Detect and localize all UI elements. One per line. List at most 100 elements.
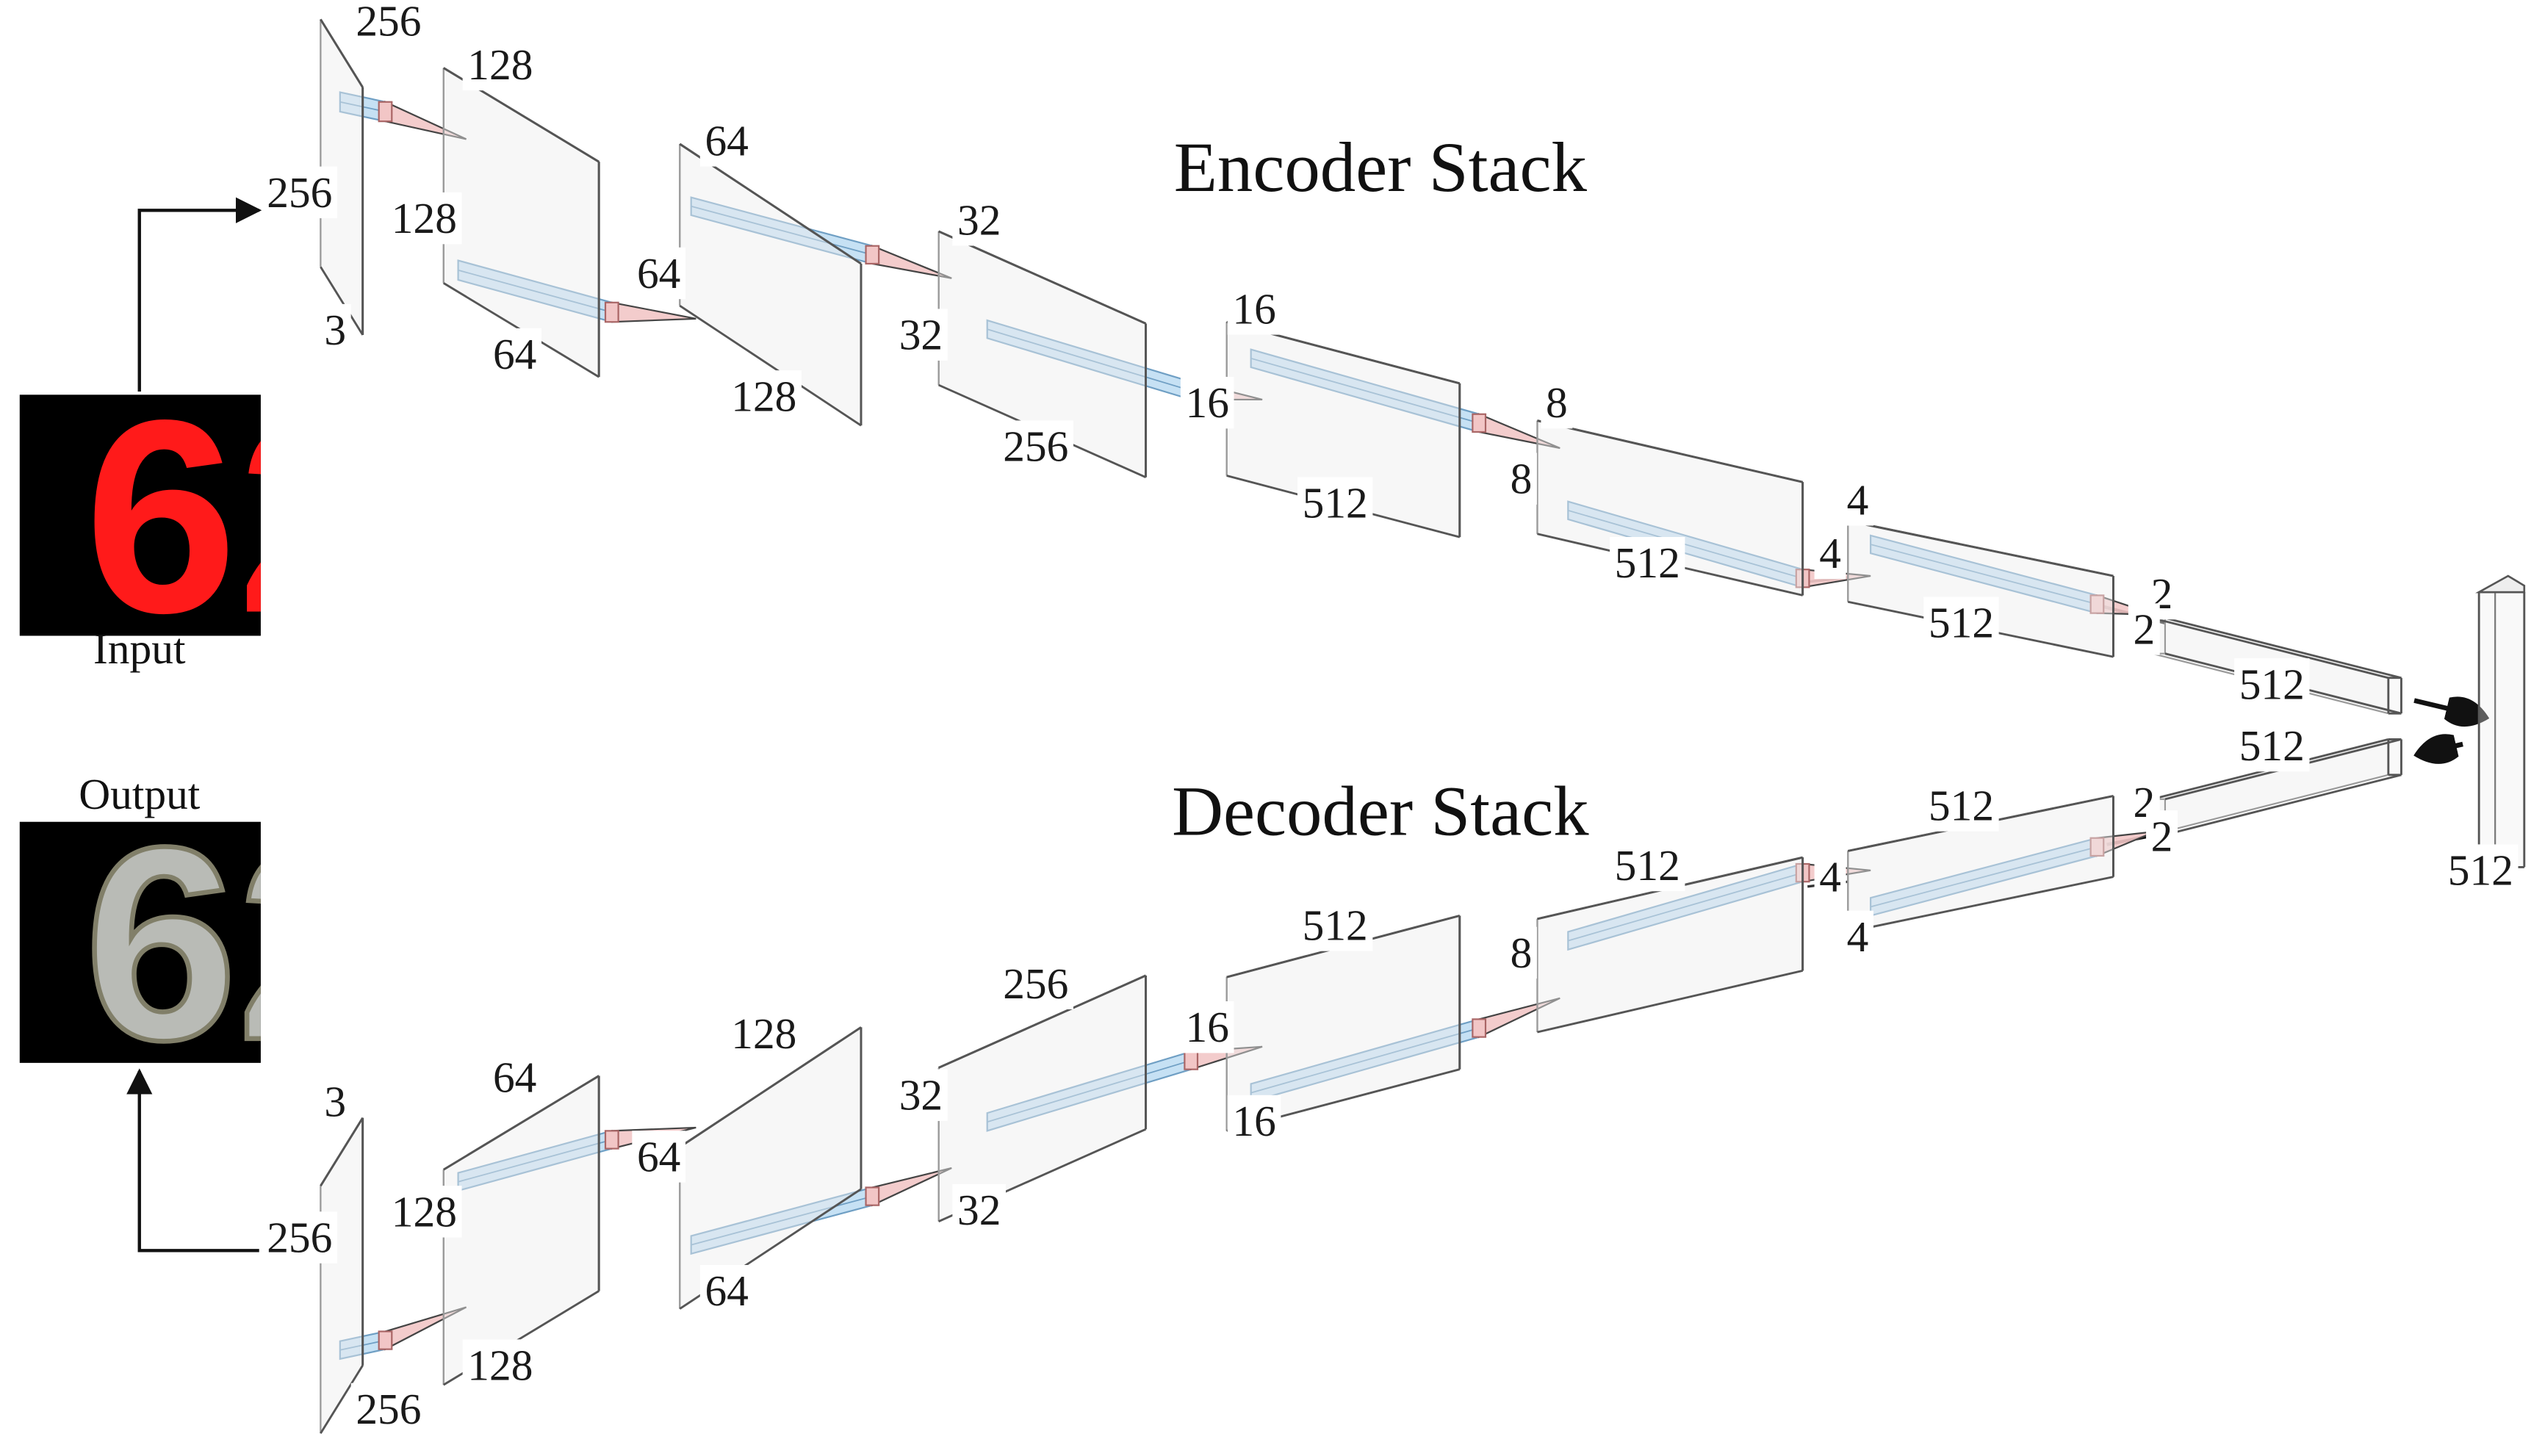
encoder-label-8-0: 2 — [2133, 605, 2155, 653]
output-image-background — [19, 821, 261, 1063]
decoder-label-4-2: 32 — [957, 1186, 1001, 1234]
encoder-label-6-2-background — [1610, 536, 1685, 589]
decoder-label-3-2: 64 — [705, 1266, 748, 1315]
encoder-block-8-edge — [2164, 616, 2402, 680]
decoder-label-5-1: 8 — [1511, 929, 1533, 977]
encoder-label-8-1: 512 — [2239, 660, 2305, 708]
encoder-label-3-1: 32 — [899, 311, 943, 359]
encoder-label-4-1-background — [1180, 376, 1234, 429]
decoder-block-1 — [320, 1117, 364, 1435]
decoder-stack-title: Decoder Stack — [1172, 771, 1589, 850]
decoder-label-6-0-background — [1610, 839, 1685, 892]
decoder-label-4-1: 16 — [1186, 1003, 1229, 1051]
decoder-label-2-0-background — [488, 1051, 541, 1103]
encoder-label-5-2: 512 — [1303, 479, 1368, 527]
encoder-block-2-side-face — [443, 68, 600, 378]
input-image-background — [19, 394, 261, 636]
encoder-block-6-side-face — [1537, 420, 1803, 596]
dimension-labels: 2561282563128646464321283216256168512845… — [262, 0, 2519, 1435]
decoder-label-1-2-background — [462, 1339, 539, 1391]
encoder-label-2-1: 64 — [637, 249, 680, 298]
decoder-block-6-edge — [1537, 969, 1803, 1034]
decoder-label-2-1: 64 — [637, 1132, 680, 1181]
encoder-label-4-2-background — [998, 420, 1073, 472]
bottleneck-label-0: 512 — [2448, 846, 2513, 895]
decoder-block-3-side-face — [680, 1027, 861, 1309]
encoder-kernel-1-cap — [378, 101, 393, 123]
decoder-kernel-6-rod-core — [1568, 872, 1803, 942]
encoder-block-4-side-face — [938, 231, 1146, 477]
encoder-label-2-0-background — [386, 192, 462, 245]
decoder-label-1-2: 128 — [467, 1341, 533, 1389]
decoder-label-7-0: 512 — [1929, 782, 1994, 830]
encoder-block-1-side-face — [320, 19, 363, 335]
encoder-label-3-0: 64 — [705, 116, 748, 165]
decoder-label-1-3-background — [350, 1383, 427, 1435]
decoder-label-3-2-background — [699, 1264, 754, 1317]
encoder-label-3-2: 128 — [731, 372, 796, 420]
encoder-kernel-2-cap — [604, 301, 619, 323]
encoder-label-4-0: 32 — [957, 195, 1001, 244]
decoder-label-6-0: 512 — [1615, 841, 1680, 890]
decoder-block-7-edge — [1848, 876, 2114, 933]
encoder-label-7-2: 512 — [1929, 599, 1994, 647]
decoder-label-4-1-background — [1180, 1001, 1234, 1053]
encoder-kernel-5 — [1250, 348, 1560, 450]
encoder-block-6 — [1536, 419, 1804, 597]
decoder-label-4-0: 256 — [1003, 959, 1068, 1008]
decoder-label-5-0-background — [1297, 899, 1373, 951]
encoder-block-8-front-face — [2388, 677, 2402, 714]
encoder-label-7-0: 4 — [1847, 475, 1869, 524]
decoder-block-1-edge — [320, 1364, 364, 1434]
encoder-label-6-0: 8 — [1546, 378, 1568, 427]
encoder-label-1-0-background — [350, 0, 427, 47]
decoder-label-6-1: 4 — [1819, 852, 1841, 901]
decoder-kernel-4-cap — [1184, 1050, 1199, 1070]
encoder-kernel-5-rod-core — [1250, 357, 1480, 424]
encoder-label-3-0-background — [699, 115, 754, 167]
decoder-label-2-1-background — [632, 1131, 685, 1183]
encoder-label-6-0-background — [1541, 376, 1573, 429]
decoder-label-5-0: 512 — [1303, 901, 1368, 949]
encoder-kernel-4-rod-core — [987, 328, 1192, 392]
decoder-label-1-1: 256 — [267, 1214, 332, 1262]
decoder-block-5-side-face — [1226, 915, 1460, 1131]
encoder-kernel-2-rod-core — [458, 269, 613, 313]
decoder-label-3-1: 32 — [899, 1071, 943, 1120]
encoder-label-5-1-background — [1505, 453, 1537, 505]
encoder-kernel-6-rod-core — [1568, 509, 1803, 580]
decoder-kernel-5-rod-core — [1250, 1027, 1480, 1094]
layer-blocks — [320, 18, 2526, 1435]
decoder-label-2-2: 128 — [392, 1187, 457, 1236]
encoder-label-1-2: 256 — [267, 168, 332, 217]
decoder-kernel-1-cap — [378, 1330, 393, 1350]
decoder-label-7-2-background — [1842, 910, 1873, 963]
decoder-label-1-0: 3 — [324, 1078, 346, 1126]
encoder-block-1-edge — [320, 266, 364, 336]
input-image: 62 Input — [19, 394, 261, 673]
output-image: Output 62 — [19, 770, 261, 1063]
convolution-kernels — [339, 91, 2156, 1361]
decoder-block-2-edge — [443, 1075, 600, 1171]
encoder-label-3-2-background — [726, 370, 802, 422]
encoder-kernel-7-cap — [2089, 594, 2105, 614]
encoder-label-6-1-background — [1814, 527, 1846, 580]
decoder-kernel-5-cap — [1472, 1018, 1487, 1038]
decoder-label-3-0: 128 — [731, 1009, 796, 1058]
decoder-kernel-2-rod-core — [458, 1139, 613, 1183]
bottleneck-block — [2475, 574, 2526, 868]
decoder-label-3-1-background — [894, 1069, 948, 1121]
decoder-label-2-2-background — [386, 1186, 462, 1238]
encoder-label-5-1: 8 — [1511, 455, 1533, 503]
decoder-block-3 — [679, 1026, 863, 1310]
decoder-block-8-edge — [2164, 774, 2402, 836]
decoder-label-7-2: 4 — [1847, 912, 1869, 961]
bottleneck-to-decoder-arrow — [2413, 734, 2463, 764]
decoder-label-2-0: 64 — [493, 1053, 536, 1102]
encoder-block-7-side-face — [1848, 521, 2114, 657]
encoder-kernel-3 — [690, 196, 952, 279]
decoder-kernel-7-cap — [2089, 837, 2105, 857]
decoder-label-4-0-background — [998, 957, 1073, 1009]
encoder-label-8-1-background — [2234, 658, 2310, 710]
decoder-kernel-2-cap — [604, 1130, 619, 1150]
